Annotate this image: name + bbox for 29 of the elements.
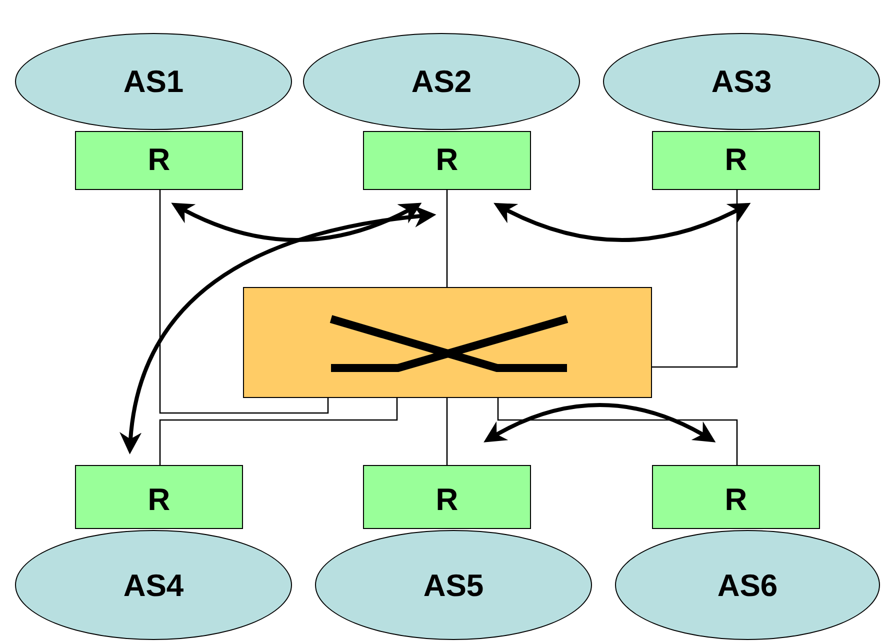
node-label: R	[724, 144, 748, 175]
node-label: AS2	[411, 66, 472, 97]
curved-arrow	[494, 202, 751, 242]
node-label: R	[436, 484, 458, 515]
node-label: AS6	[717, 570, 778, 600]
node-label: AS3	[711, 66, 772, 97]
curved-arrow	[120, 206, 436, 454]
connector-line	[652, 190, 738, 368]
connector-line	[446, 190, 448, 287]
curved-arrow	[171, 202, 422, 242]
connector-line	[159, 190, 329, 414]
node-label: AS5	[423, 570, 484, 600]
router-box	[652, 131, 820, 190]
node-label: R	[724, 484, 748, 515]
router-box	[363, 465, 531, 529]
router-box	[652, 465, 820, 529]
router-box	[363, 131, 531, 190]
node-label: R	[436, 144, 458, 175]
connector-line	[446, 398, 448, 465]
router-box	[75, 131, 243, 190]
connector-line	[159, 398, 398, 465]
exchange-box	[243, 287, 652, 398]
node-label: R	[148, 484, 170, 515]
router-box	[75, 465, 243, 529]
node-label: AS4	[123, 570, 184, 600]
node-label: AS1	[123, 66, 184, 97]
node-label: R	[148, 144, 170, 175]
connector-line	[497, 398, 738, 465]
curved-arrow	[484, 403, 716, 442]
